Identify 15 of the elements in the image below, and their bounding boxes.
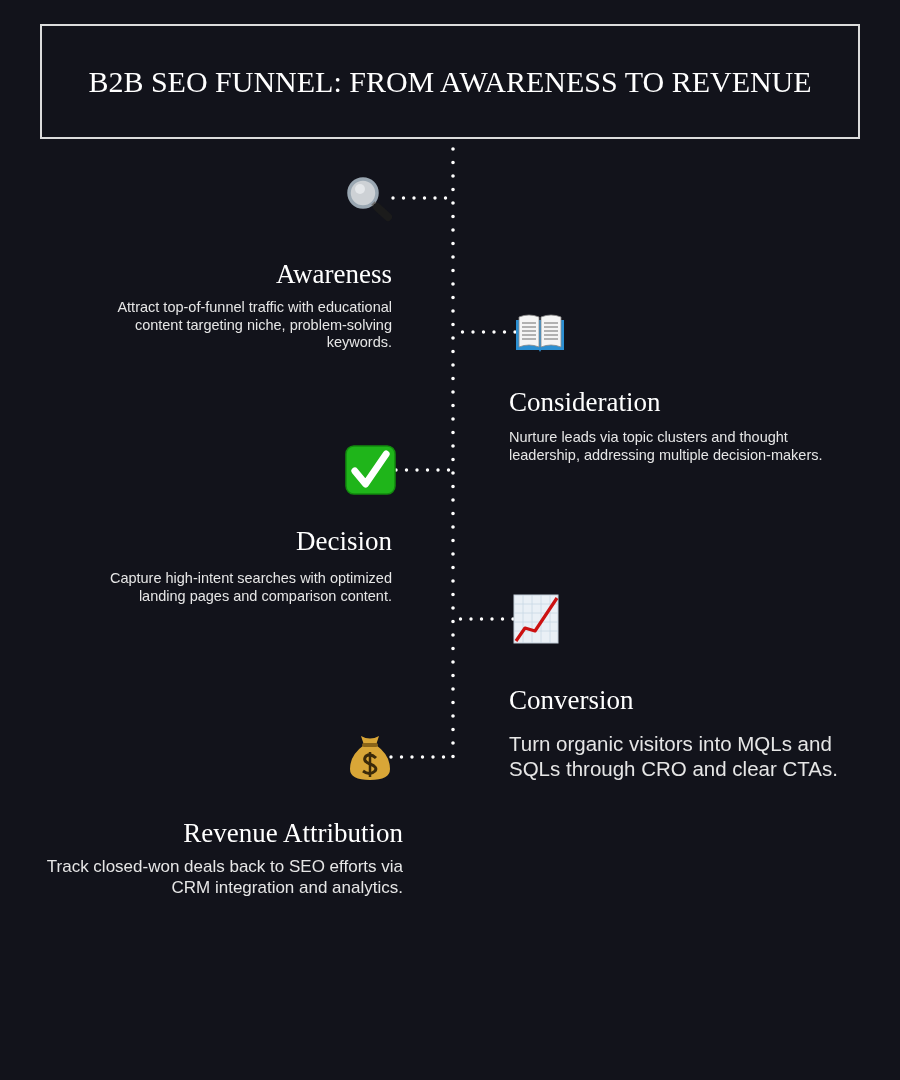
stage-description: Attract top-of-funnel traffic with educational content targeting niche, problem-solving keywords. [116, 299, 392, 352]
stage-heading: Awareness [275, 259, 392, 290]
money-bag-icon [349, 733, 391, 781]
stage-heading: Conversion [509, 685, 635, 716]
stage-heading: Consideration [509, 387, 662, 418]
stage-heading: Decision [295, 526, 392, 557]
open-book-icon [515, 312, 565, 352]
stage-description: Nurture leads via topic clusters and thought leadership, addressing multiple decision-makers. [509, 429, 824, 464]
checkmark-icon [345, 445, 396, 495]
diagram-title: B2B SEO FUNNEL: FROM AWARENESS TO REVENUE [88, 64, 812, 99]
stage-heading: Revenue Attribution [182, 818, 403, 849]
stage-description: Track closed-won deals back to SEO efforts via CRM integration and analytics. [45, 856, 403, 898]
stage-description: Turn organic visitors into MQLs and SQLs through CRO and clear CTAs. [509, 731, 839, 781]
rising-chart-icon [513, 594, 559, 644]
stage-description: Capture high-intent searches with optimized landing pages and comparison content. [108, 570, 392, 605]
